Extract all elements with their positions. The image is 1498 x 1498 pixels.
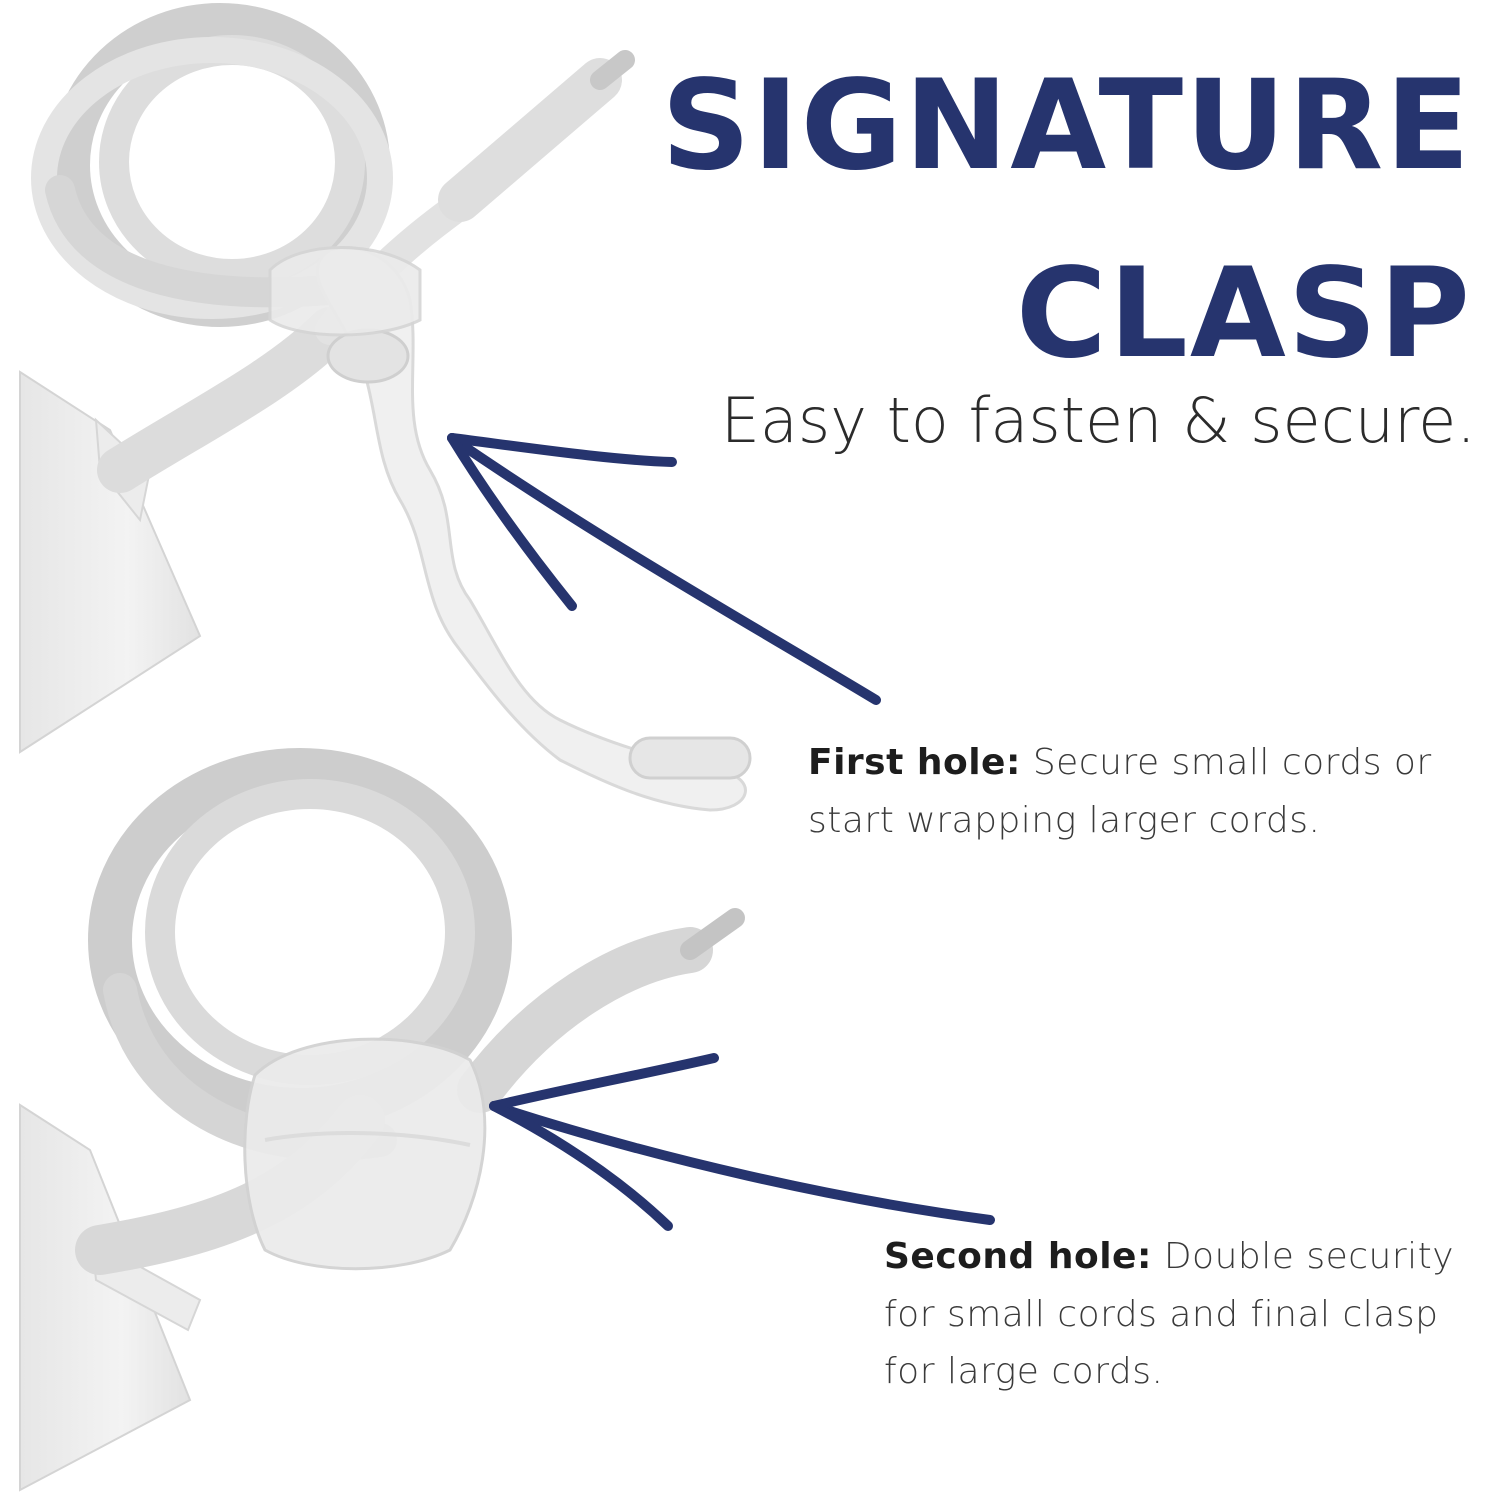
callout-first-hole-label: First hole: [808,742,1021,783]
top-cable-lead [97,50,635,493]
bottom-arrow [489,1053,995,1231]
top-arrow [447,433,881,705]
headline-line-1: SIGNATURE [661,54,1472,198]
callout-second-hole-text: Double security for small cords and fina… [884,1236,1455,1393]
callout-first-hole: First hole: Secure small cords or start … [808,734,1468,849]
bottom-clasp [243,1037,487,1271]
top-clasp [268,245,752,812]
headline-line-2: CLASP [1015,242,1472,386]
callout-first-hole-text: Secure small cords or start wrapping lar… [808,742,1432,841]
callout-second-hole-label: Second hole: [884,1236,1152,1277]
callout-second-hole: Second hole: Double security for small c… [884,1228,1484,1401]
subheadline: Easy to fasten & secure. [720,384,1476,457]
bottom-charger [19,1103,202,1492]
